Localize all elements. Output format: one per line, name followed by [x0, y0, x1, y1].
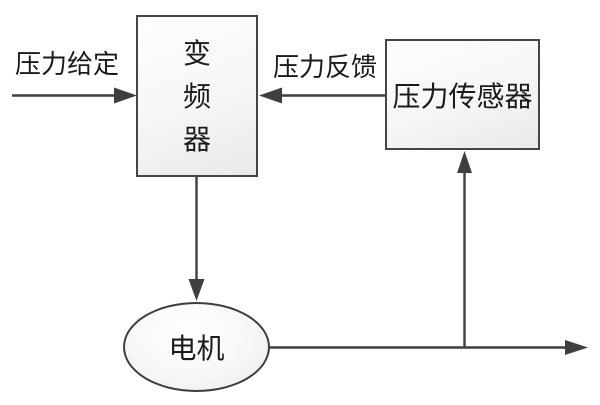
node-inverter: 变 频 器 — [136, 15, 258, 177]
node-motor-label: 电机 — [168, 332, 225, 365]
output-to-sensor-arrowhead-icon — [457, 151, 472, 173]
pressure-feedback-arrowhead-icon — [259, 87, 282, 104]
edge-label-pressure-setpoint: 压力给定 — [15, 50, 120, 80]
node-inverter-label-char: 器 — [182, 122, 211, 156]
node-pressure-sensor-label: 压力传感器 — [392, 79, 533, 113]
inverter-to-motor-arrowhead-icon — [188, 279, 205, 301]
node-pressure-sensor: 压力传感器 — [385, 39, 540, 150]
motor-output-arrowhead-icon — [565, 340, 588, 355]
node-inverter-label-char: 频 — [182, 79, 211, 113]
pressure-setpoint-arrowhead-icon — [114, 87, 137, 104]
edge-label-pressure-feedback: 压力反馈 — [273, 53, 378, 83]
node-inverter-label-char: 变 — [182, 36, 211, 70]
node-motor: 电机 — [123, 302, 270, 392]
